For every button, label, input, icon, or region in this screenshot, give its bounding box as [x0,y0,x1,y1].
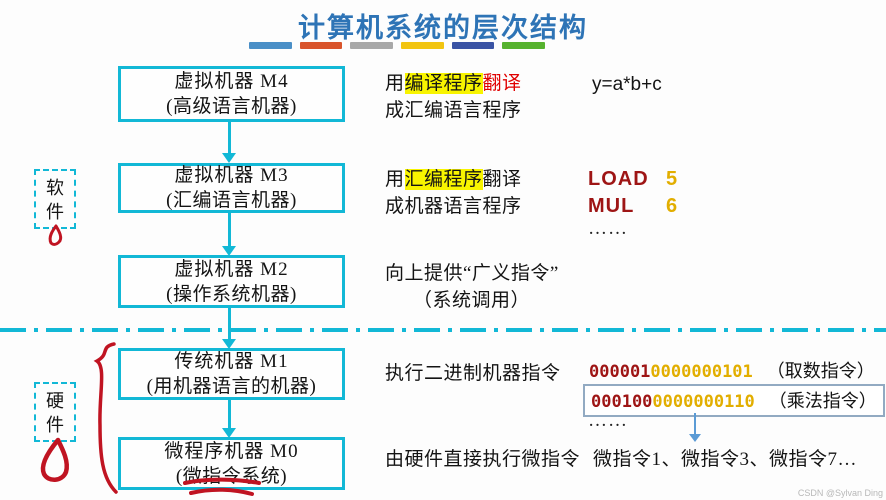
desc-m1: 执行二进制机器指令 [385,360,561,387]
software-label-box: 软件 [34,169,76,229]
binary-instr-load-opcode: 000001 [589,362,651,382]
desc-m0-line1: 由硬件直接执行微指令 [385,449,581,470]
software-label: 软件 [46,178,64,222]
red-brace-mark [88,340,120,496]
box-m1: 传统机器 M1 (用机器语言的机器) [118,348,345,400]
arrow-m3-m2-head [222,246,236,256]
box-m4-line2: (高级语言机器) [166,96,297,117]
arrow-m4-m3 [228,122,231,153]
box-m3: 虚拟机器 M3 (汇编语言机器) [118,163,345,213]
red-triangle-mark [44,223,70,249]
desc-m4-pre: 用 [385,73,405,94]
binary-instr-load-label: （取数指令） [766,361,875,381]
binary-instr-mul: 0001000000000110 （乘法指令） [583,384,885,417]
box-m0-line1: 微程序机器 M0 [164,440,299,462]
desc-m0: 由硬件直接执行微指令 [385,446,580,473]
desc-m3-line1: 用汇编程序翻译 [385,166,522,193]
box-m4-line1: 虚拟机器 M4 [174,71,289,92]
binary-instr-load-operand: 0000000101 [650,362,753,382]
micro-expansion-arrow [694,413,696,435]
desc-m3-pre: 用 [385,169,405,190]
asm-num-mul: 6 [666,195,678,217]
micro-instruction-list: 微指令1、微指令3、微指令7… [593,449,858,470]
asm-op-mul: MUL [588,195,635,217]
box-m4: 虚拟机器 M4 (高级语言机器) [118,66,345,122]
arrow-m2-m1 [228,308,231,339]
color-bar [502,42,546,49]
color-bar [299,42,343,49]
asm-op-load: LOAD [588,168,649,190]
desc-m3-line2: 成机器语言程序 [385,196,522,217]
box-m1-line2: (用机器语言的机器) [146,376,317,397]
arrow-m1-m0-head [222,428,236,438]
desc-m4-line2: 成汇编语言程序 [385,100,522,121]
box-m2-line1: 虚拟机器 M2 [174,258,289,280]
color-bar [451,42,495,49]
binary-instr-mul-operand: 0000000110 [652,392,755,412]
desc-m3-highlight: 汇编程序 [404,169,483,190]
box-m3-line1: 虚拟机器 M3 [174,165,289,186]
desc-m2: 向上提供“广义指令” （系统调用） [385,260,559,314]
desc-m4-red: 翻译 [482,73,522,94]
hll-example: y=a*b+c [592,74,662,95]
color-bar [350,42,394,49]
page-title: 计算机系统的层次结构 [298,13,588,43]
desc-m3: 用汇编程序翻译 成机器语言程序 [385,166,522,220]
desc-m2-line2: （系统调用） [413,290,531,311]
desc-m4-line1: 用编译程序翻译 [385,70,522,97]
arrow-m4-m3-head [222,153,236,163]
color-bar [401,42,444,49]
hardware-label: 硬件 [46,391,64,435]
box-m3-line2: (汇编语言机器) [166,190,297,211]
desc-m4-highlight: 编译程序 [404,73,483,94]
binary-instr-mul-opcode: 000100 [591,392,653,412]
desc-m3-post: 翻译 [482,169,522,190]
binary-instr-load: 0000010000000101 （取数指令） [589,357,875,383]
arrow-m1-m0 [228,400,231,428]
red-teardrop-mark [36,436,78,486]
red-underline-mark [182,477,262,500]
desc-m2-line1: 向上提供“广义指令” [385,263,559,284]
box-m1-line1: 传统机器 M1 [174,351,289,372]
micro-expansion-arrow-head [689,434,701,442]
box-m2-line2: (操作系统机器) [166,283,297,305]
asm-num-load: 5 [666,168,678,190]
box-m2: 虚拟机器 M2 (操作系统机器) [118,255,345,308]
color-bar [249,42,292,49]
binary-ellipsis: …… [588,410,628,431]
arrow-m3-m2 [228,213,231,246]
asm-ellipsis: …… [588,218,628,239]
software-hardware-divider [0,328,886,332]
binary-instr-mul-label: （乘法指令） [768,391,877,411]
arrow-m2-m1-head [222,339,236,349]
title-underline-bars [249,42,546,49]
desc-m1-line1: 执行二进制机器指令 [385,363,561,384]
watermark: CSDN @Sylvan Ding [797,488,883,498]
hardware-label-box: 硬件 [34,382,76,442]
desc-m4: 用编译程序翻译 成汇编语言程序 [385,70,522,124]
